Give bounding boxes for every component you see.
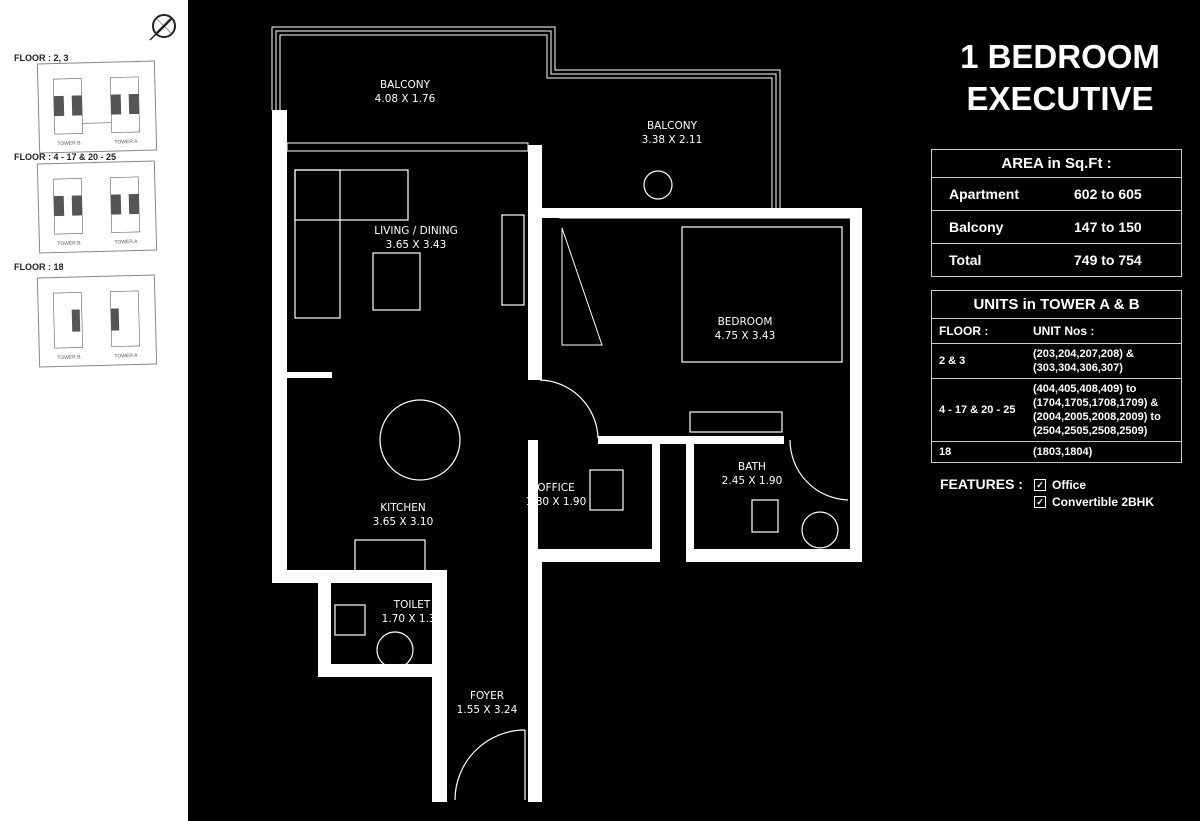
room-size: 1.70 X 1.35	[382, 613, 443, 625]
room-name: KITCHEN	[380, 502, 426, 514]
units-row: 18 (1803,1804)	[932, 442, 1181, 462]
units-cell: (404,405,408,409) to(1704,1705,1708,1709…	[1033, 383, 1161, 437]
room-size: 4.08 X 1.76	[375, 93, 436, 105]
title-line-2: EXECUTIVE	[966, 80, 1154, 117]
room-name: BEDROOM	[718, 316, 773, 328]
units-heading: UNITS in TOWER A & B	[932, 291, 1181, 319]
features-label: FEATURES :	[940, 476, 1023, 492]
floor-cell: 2 & 3	[939, 355, 966, 367]
tower-label: TOWER A	[114, 239, 138, 246]
col-units: UNIT Nos :	[1033, 324, 1095, 338]
area-label: Apartment	[949, 186, 1020, 202]
units-cell: (203,204,207,208) &(303,304,306,307)	[1033, 348, 1134, 374]
feature-item: ✓Office	[1034, 478, 1086, 492]
room-size: 1.55 X 3.24	[457, 704, 518, 716]
key-plan-floor-4-25: TOWER B TOWER A	[36, 160, 158, 254]
floor-label: FLOOR : 2, 3	[14, 53, 69, 63]
area-table: AREA in Sq.Ft : Apartment 602 to 605 Balc…	[931, 149, 1182, 277]
area-value: 602 to 605	[1074, 186, 1142, 202]
area-label: Balcony	[949, 219, 1004, 235]
room-name: OFFICE	[537, 482, 574, 494]
room-size: 3.65 X 3.10	[373, 516, 434, 528]
room-size: 3.65 X 3.43	[386, 239, 447, 251]
room-size: 4.75 X 3.43	[715, 330, 776, 342]
title-line-1: 1 BEDROOM	[960, 38, 1160, 75]
tower-label: TOWER A	[114, 353, 138, 360]
room-name: LIVING / DINING	[374, 225, 458, 237]
walls	[272, 110, 862, 802]
checkbox-checked-icon: ✓	[1034, 496, 1046, 508]
units-row: 4 - 17 & 20 - 25 (404,405,408,409) to(17…	[932, 379, 1181, 442]
room-name: BATH	[738, 461, 766, 473]
floor-cell: 4 - 17 & 20 - 25	[939, 404, 1016, 416]
windows	[286, 142, 851, 219]
area-row: Balcony 147 to 150	[932, 211, 1181, 244]
room-size: 2.45 X 1.90	[722, 475, 783, 487]
area-row: Apartment 602 to 605	[932, 178, 1181, 211]
units-row: 2 & 3 (203,204,207,208) &(303,304,306,30…	[932, 344, 1181, 379]
floor-label: FLOOR : 4 - 17 & 20 - 25	[14, 152, 117, 162]
area-heading: AREA in Sq.Ft :	[932, 150, 1181, 178]
tower-label: TOWER B	[57, 354, 81, 361]
tower-label: TOWER B	[57, 240, 81, 247]
key-plan-floor-18: TOWER B TOWER A	[36, 274, 158, 368]
room-size: 1.80 X 1.90	[526, 496, 587, 508]
floor-plan: BALCONY 4.08 X 1.76 BALCONY 3.38 X 2.11 …	[271, 26, 862, 802]
room-name: FOYER	[470, 690, 504, 702]
tower-label: TOWER A	[114, 139, 138, 146]
tower-label: TOWER B	[57, 140, 81, 147]
room-size: 3.38 X 2.11	[642, 134, 703, 146]
wardrobe-hatch	[561, 227, 603, 346]
furniture	[294, 169, 849, 801]
units-header-row: FLOOR : UNIT Nos :	[932, 319, 1181, 344]
room-name: TOILET	[393, 599, 431, 611]
room-name: BALCONY	[647, 120, 698, 132]
units-cell: (1803,1804)	[1033, 446, 1093, 458]
key-plan-panel: FLOOR : 2, 3 TOWER B TOWER A FLOOR : 4 -…	[0, 0, 188, 821]
floor-cell: 18	[939, 446, 952, 458]
col-floor: FLOOR :	[939, 324, 989, 338]
room-labels: BALCONY 4.08 X 1.76 BALCONY 3.38 X 2.11 …	[373, 79, 783, 716]
checkbox-checked-icon: ✓	[1034, 479, 1046, 491]
area-label: Total	[949, 252, 982, 268]
area-row: Total 749 to 754	[932, 244, 1181, 276]
feature-item: ✓Convertible 2BHK	[1034, 495, 1154, 509]
floor-label: FLOOR : 18	[14, 262, 64, 272]
unit-title: 1 BEDROOM EXECUTIVE	[930, 36, 1190, 120]
key-plan-floor-2-3: TOWER B TOWER A	[36, 60, 158, 154]
room-name: BALCONY	[380, 79, 431, 91]
area-value: 147 to 150	[1074, 219, 1142, 235]
area-value: 749 to 754	[1074, 252, 1142, 268]
balcony-railing	[271, 26, 781, 210]
units-table: UNITS in TOWER A & B FLOOR : UNIT Nos : …	[931, 290, 1182, 463]
compass-north-icon	[149, 14, 176, 41]
